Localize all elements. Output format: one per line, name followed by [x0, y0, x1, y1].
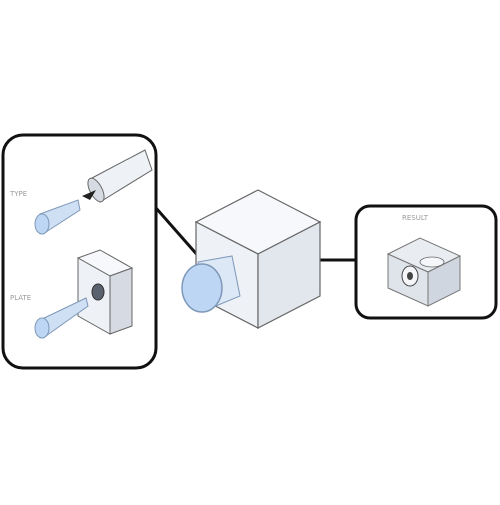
center-cube [181, 189, 322, 329]
left-bottom-label: PLATE [10, 294, 31, 302]
right-panel-label: RESULT [402, 214, 429, 222]
connector-left [154, 207, 202, 259]
plate-block [76, 249, 134, 335]
left-top-label: TYPE [9, 190, 27, 198]
nozzle-icon [34, 199, 81, 235]
right-panel: RESULT [354, 204, 498, 320]
left-panel: TYPE PLATE [1, 133, 158, 370]
lens-icon [181, 255, 241, 313]
probe-tool [82, 149, 153, 203]
cube-side [257, 221, 321, 329]
result-cube [386, 237, 462, 307]
nozzle-icon-bottom [34, 297, 89, 339]
